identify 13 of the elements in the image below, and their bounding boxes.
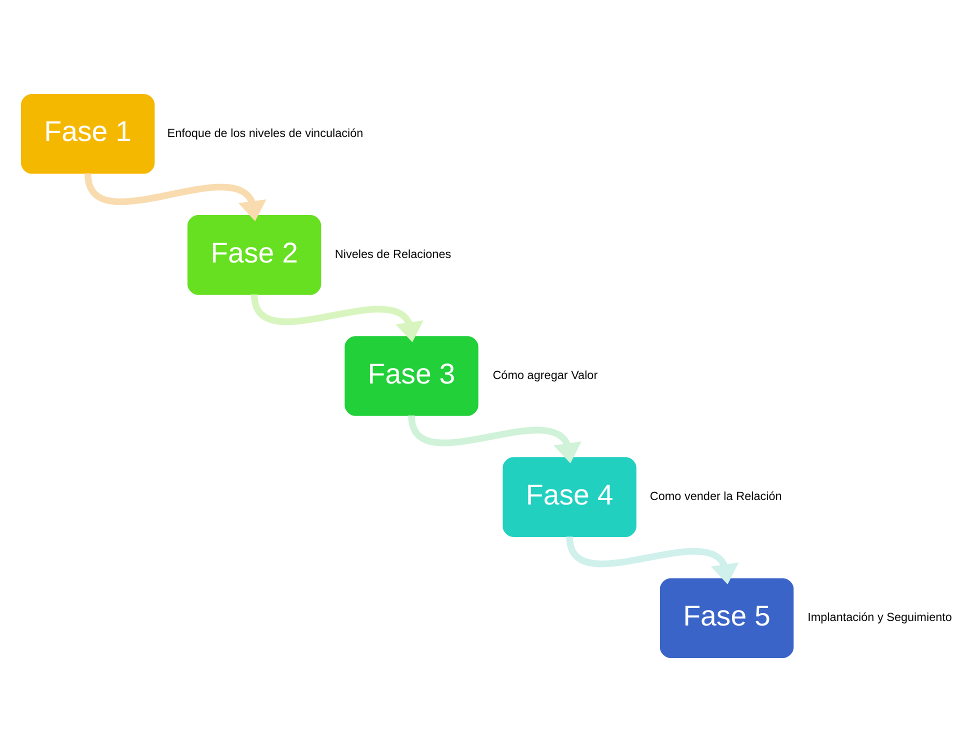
arrow [251,293,424,342]
arrow [566,535,739,584]
node-label: Implantación y Seguimiento [808,610,952,624]
node-box: Fase 1 [21,93,155,174]
node-label: Cómo agregar Valor [492,368,598,382]
node-label: Como vender la Relación [650,490,782,503]
node-label: Enfoque de los niveles de vinculación [167,126,364,140]
node-box: Fase 5 [660,578,794,658]
node-label: Niveles de Relaciones [334,248,452,261]
arrow [408,414,582,463]
node-box: Fase 4 [502,456,636,536]
node-box: Fase 3 [344,336,478,416]
node-box: Fase 2 [187,214,322,294]
